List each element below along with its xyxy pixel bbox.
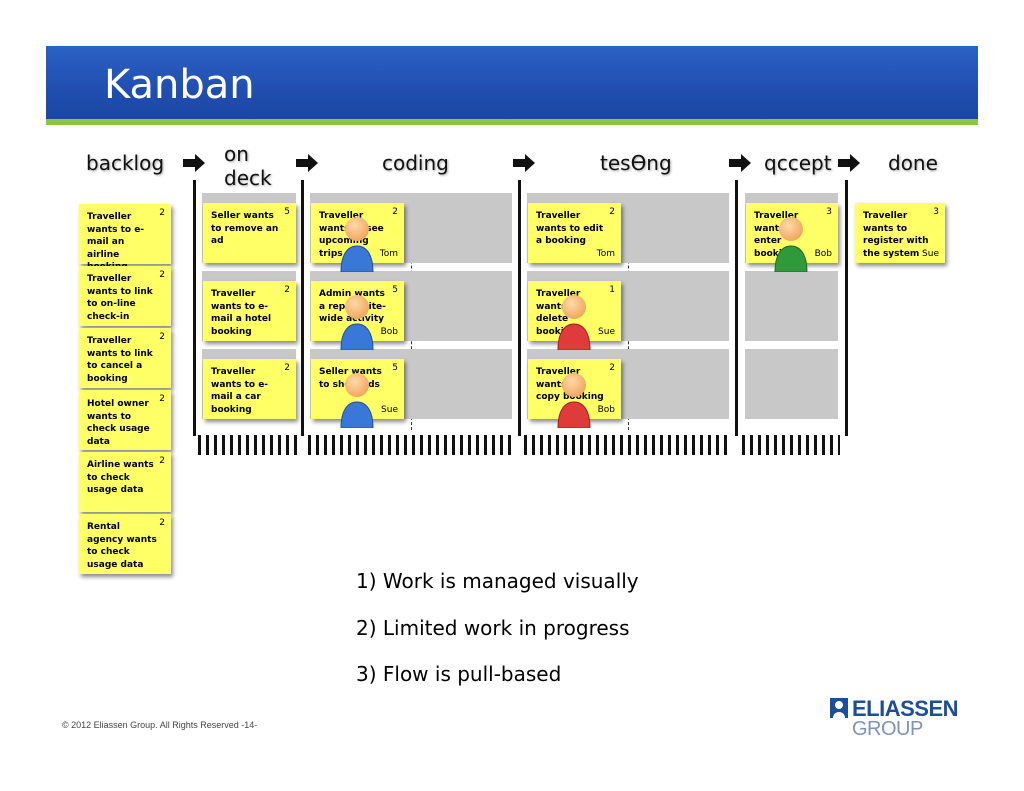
card-text: Traveller wants to link to cancel a book… <box>87 336 153 384</box>
backlog-card[interactable]: Airline wants to check usage data 2 <box>79 452 171 512</box>
card-text: Traveller wants to e-mail a car booking <box>211 367 269 415</box>
card-points: 2 <box>609 207 615 217</box>
column-label-on-deck-line2: deck <box>224 166 272 190</box>
card-points: 5 <box>284 207 290 217</box>
title-accent-bar <box>46 119 978 125</box>
column-divider <box>735 180 738 436</box>
capacity-bar <box>742 435 840 455</box>
card-owner: Tom <box>379 249 398 259</box>
worker-avatar-icon <box>774 217 808 272</box>
card-owner: Sue <box>598 327 615 337</box>
backlog-card[interactable]: Traveller wants to link to cancel a book… <box>79 328 171 388</box>
column-label-on-deck: on deck <box>224 142 272 190</box>
card-text: Traveller wants to enter booking <box>754 211 799 259</box>
card-points: 2 <box>159 270 165 280</box>
card-text: Traveller wants to e-mail a hotel bookin… <box>211 289 272 337</box>
card-owner: Bob <box>814 249 832 259</box>
card-text: Traveller wants to register with the sys… <box>863 211 929 259</box>
done-card[interactable]: Traveller wants to register with the sys… <box>855 203 945 263</box>
card-points: 2 <box>159 456 165 466</box>
card-text: Traveller wants to delete booking <box>536 289 581 337</box>
card-points: 2 <box>609 363 615 373</box>
logo-line2: GROUP <box>852 718 923 740</box>
card-owner: Sue <box>922 249 939 259</box>
slide-title: Kanban <box>104 62 255 108</box>
card-text: Traveller wants to copy booking <box>536 367 604 402</box>
card-text: Seller wants to remove an ad <box>211 211 279 246</box>
card-points: 2 <box>159 518 165 528</box>
logo-line1: ELIASSEN <box>852 696 959 721</box>
card-points: 2 <box>284 363 290 373</box>
backlog-card[interactable]: Rental agency wants to check usage data … <box>79 514 171 574</box>
flow-arrow-icon <box>838 154 860 172</box>
worker-avatar-icon <box>340 217 374 272</box>
card-points: 3 <box>826 207 832 217</box>
column-divider <box>845 180 848 436</box>
backlog-card[interactable]: Traveller wants to e-mail an airline boo… <box>79 204 171 272</box>
testing-card[interactable]: Traveller wants to edit a booking 2 Tom <box>528 203 621 263</box>
card-points: 2 <box>159 332 165 342</box>
title-banner <box>46 46 978 119</box>
flow-arrow-icon <box>183 154 205 172</box>
wip-slot <box>745 349 838 419</box>
principle-item: 3) Flow is pull-based <box>356 662 562 686</box>
card-owner: Sue <box>381 405 398 415</box>
flow-arrow-icon <box>296 154 318 172</box>
wip-slot <box>745 271 838 341</box>
company-logo: ELIASSEN GROUP <box>828 696 968 740</box>
principle-item: 2) Limited work in progress <box>356 616 630 640</box>
backlog-card[interactable]: Hotel owner wants to check usage data 2 <box>79 390 171 450</box>
card-points: 5 <box>392 285 398 295</box>
card-text: Traveller wants to edit a booking <box>536 211 604 246</box>
card-text: Traveller wants to e-mail an airline boo… <box>87 212 145 272</box>
on-deck-card[interactable]: Traveller wants to e-mail a car booking … <box>203 359 296 419</box>
column-divider <box>301 180 304 436</box>
card-points: 2 <box>392 207 398 217</box>
flow-arrow-icon <box>513 154 535 172</box>
on-deck-card[interactable]: Seller wants to remove an ad 5 <box>203 203 296 263</box>
card-owner: Tom <box>596 249 615 259</box>
capacity-bar <box>198 435 298 455</box>
card-text: Rental agency wants to check usage data <box>87 522 157 570</box>
worker-avatar-icon <box>340 295 374 350</box>
backlog-card[interactable]: Traveller wants to link to on-line check… <box>79 266 171 326</box>
capacity-bar <box>308 435 514 455</box>
card-points: 2 <box>159 394 165 404</box>
worker-avatar-icon <box>340 373 374 428</box>
column-label-on-deck-line1: on <box>224 142 249 166</box>
card-owner: Bob <box>380 327 398 337</box>
capacity-bar <box>524 435 732 455</box>
column-label-testing: tesƟng <box>600 151 672 175</box>
column-divider <box>518 180 521 436</box>
card-text: Hotel owner wants to check usage data <box>87 399 150 447</box>
worker-avatar-icon <box>557 295 591 350</box>
copyright-footer: © 2012 Eliassen Group. All Rights Reserv… <box>62 720 258 730</box>
worker-avatar-icon <box>557 373 591 428</box>
flow-arrow-icon <box>729 154 751 172</box>
column-label-backlog: backlog <box>86 151 165 175</box>
card-points: 1 <box>609 285 615 295</box>
column-label-done: done <box>888 151 938 175</box>
card-owner: Bob <box>597 405 615 415</box>
card-text: Airline wants to check usage data <box>87 460 154 495</box>
card-points: 2 <box>284 285 290 295</box>
card-points: 2 <box>159 208 165 218</box>
column-divider <box>193 180 196 436</box>
card-points: 5 <box>392 363 398 373</box>
principle-item: 1) Work is managed visually <box>356 569 639 593</box>
column-label-coding: coding <box>382 151 449 175</box>
logo-mark-icon <box>830 698 848 718</box>
column-label-accept: qccept <box>764 151 832 175</box>
card-points: 3 <box>933 207 939 217</box>
card-text: Traveller wants to link to on-line check… <box>87 274 153 322</box>
on-deck-card[interactable]: Traveller wants to e-mail a hotel bookin… <box>203 281 296 341</box>
